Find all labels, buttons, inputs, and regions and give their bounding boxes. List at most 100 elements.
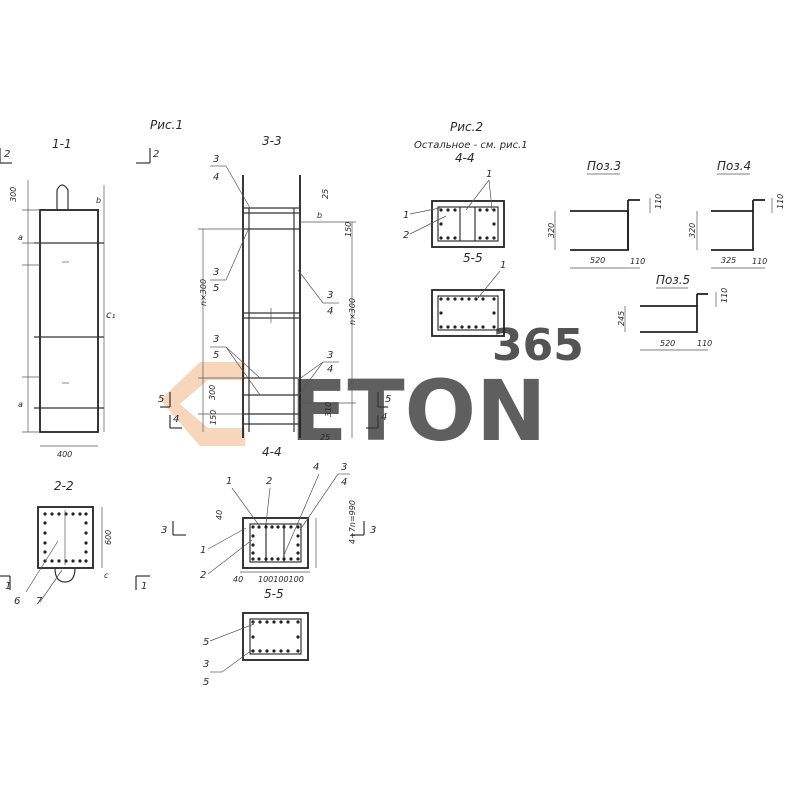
poz5-dim-245: 245 xyxy=(617,311,626,326)
poz4-dim-110-side: 110 xyxy=(776,194,785,209)
position-5: Поз.5 245 520 110 110 xyxy=(617,273,729,351)
poz4-dim-110-bottom: 110 xyxy=(752,257,767,266)
section-5-5-title: 5-5 xyxy=(264,587,284,601)
dim-300-left: 300 xyxy=(208,385,217,400)
position-4-title: Поз.4 xyxy=(717,159,751,173)
dim-n300-right: n×300 xyxy=(348,298,357,325)
section-5-5-outline xyxy=(242,612,309,661)
poz3-dim-110-side: 110 xyxy=(654,194,663,209)
position-5-title: Поз.5 xyxy=(656,273,690,287)
dim-40-top: 40 xyxy=(215,510,224,520)
callout-5c: 5 xyxy=(203,637,209,648)
callout-3b: 3 xyxy=(213,267,219,278)
dim-150-left: 150 xyxy=(209,410,218,425)
callout-5d: 5 xyxy=(203,677,209,688)
cut-mark-4-left: 4 xyxy=(173,414,179,425)
section-3-3-title: 3-3 xyxy=(262,134,282,148)
dim-40-bottom: 40 xyxy=(233,575,243,584)
dim-c1: c₁ xyxy=(106,310,116,321)
section-1-1-title: 1-1 xyxy=(52,137,72,151)
column-outline xyxy=(39,209,99,433)
cut-mark-2-left: 2 xyxy=(4,149,10,160)
callout-3e: 3 xyxy=(327,350,333,361)
callout-2b: 2 xyxy=(200,570,206,581)
callout-3f: 3 xyxy=(341,462,347,473)
fig2-callout-1c: 1 xyxy=(500,260,506,271)
dim-d-top: b xyxy=(317,211,322,220)
dim-c: c xyxy=(104,571,109,580)
poz5-dim-110-side: 110 xyxy=(720,288,729,303)
callout-7: 7 xyxy=(36,596,43,607)
dim-310: 310 xyxy=(324,402,333,417)
cut-mark-5-left: 5 xyxy=(158,394,164,405)
section-3-3: 3-3 n×300 300 150 25 b 150 n×300 310 25 xyxy=(158,134,391,442)
poz3-dim-520: 520 xyxy=(590,256,605,265)
fig2-callout-1b: 1 xyxy=(403,210,409,221)
callout-3a: 3 xyxy=(213,154,219,165)
dim-100-row: 100100100 xyxy=(258,575,304,584)
dim-4n: 4+7n=990 xyxy=(348,500,357,544)
section-2-2-rebars xyxy=(43,512,88,563)
section-4-4-outline xyxy=(242,517,309,569)
section-5-5: 5-5 5 3 5 xyxy=(203,587,309,688)
poz4-dim-320: 320 xyxy=(688,223,697,238)
dim-a-bottom: a xyxy=(18,400,23,409)
poz3-dim-110-bottom: 110 xyxy=(630,257,645,266)
callout-3c: 3 xyxy=(213,334,219,345)
fig2-callout-1a: 1 xyxy=(486,169,492,180)
watermark: 365 ETON xyxy=(160,320,584,460)
lifting-loop xyxy=(56,184,69,210)
dim-600: 600 xyxy=(104,530,113,545)
section-2-2-loop xyxy=(54,567,76,583)
callout-4b: 4 xyxy=(327,306,333,317)
callout-4a: 4 xyxy=(213,172,219,183)
callout-1b: 1 xyxy=(200,545,206,556)
section-4-4-rebars xyxy=(251,525,300,561)
callout-3d: 3 xyxy=(327,290,333,301)
watermark-number: 365 xyxy=(492,320,584,371)
dim-n300-left: n×300 xyxy=(199,279,208,306)
position-3: Поз.3 320 520 110 110 xyxy=(547,159,663,269)
callout-3g: 3 xyxy=(203,659,209,670)
callout-5a: 5 xyxy=(213,283,219,294)
cut-mark-3-left: 3 xyxy=(161,525,167,536)
dim-25-top: 25 xyxy=(321,189,330,199)
callout-4d: 4 xyxy=(313,462,319,473)
figure-2-section-5-5-title: 5-5 xyxy=(463,251,483,265)
dim-b: b xyxy=(96,196,101,205)
cut-mark-4-right: 4 xyxy=(381,412,387,423)
dim-400: 400 xyxy=(57,450,72,459)
cut-mark-5-right: 5 xyxy=(385,394,391,405)
cut-mark-1-right: 1 xyxy=(141,581,147,592)
dim-300-top: 300 xyxy=(9,187,18,202)
dim-25-bottom: 25 xyxy=(320,433,330,442)
section-4-4-title: 4-4 xyxy=(262,445,282,459)
callout-4c: 4 xyxy=(327,364,333,375)
poz3-dim-320: 320 xyxy=(547,223,556,238)
figure-2: Рис.2 Остальное - см. рис.1 4-4 1 1 2 5-… xyxy=(403,120,528,337)
cut-mark-3-right: 3 xyxy=(370,525,376,536)
fig2-callout-2: 2 xyxy=(403,230,409,241)
callout-1a: 1 xyxy=(226,476,232,487)
figure-2-note: Остальное - см. рис.1 xyxy=(414,140,528,151)
section-5-5-rebars xyxy=(251,620,300,653)
section-1-1: 1-1 Рис.1 2 2 300 a a b c₁ xyxy=(0,118,183,459)
cut-mark-1-left: 1 xyxy=(5,581,11,592)
section-2-2-title: 2-2 xyxy=(54,479,74,493)
callout-4e: 4 xyxy=(341,477,347,488)
figure-1-title: Рис.1 xyxy=(150,118,183,132)
callout-5b: 5 xyxy=(213,350,219,361)
callout-2a: 2 xyxy=(266,476,272,487)
watermark-logo-icon xyxy=(160,362,245,446)
figure-2-title: Рис.2 xyxy=(450,120,483,134)
dim-150-right: 150 xyxy=(344,222,353,237)
poz5-dim-520: 520 xyxy=(660,339,675,348)
dim-a-top: a xyxy=(18,233,23,242)
poz4-dim-325: 325 xyxy=(721,256,736,265)
section-4-4: 4-4 1 2 4 3 4 1 2 40 40 xyxy=(161,445,376,584)
cut-mark-2-right: 2 xyxy=(153,149,159,160)
poz5-dim-110-bottom: 110 xyxy=(697,339,712,348)
figure-2-section-4-4-title: 4-4 xyxy=(455,151,475,165)
position-4: Поз.4 320 325 110 110 xyxy=(688,159,785,269)
